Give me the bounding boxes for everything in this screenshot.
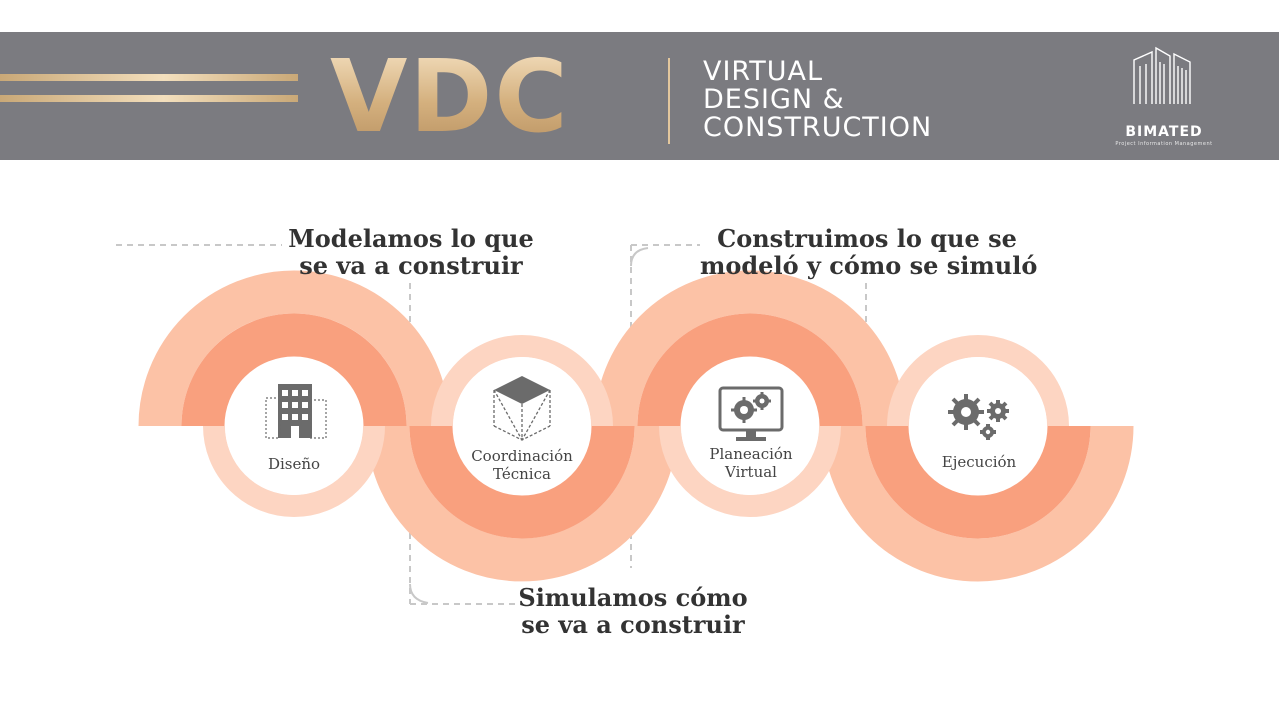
- step-label-line: Coordinación: [471, 447, 573, 465]
- heading-modelamos: Modelamos lo que se va a construir: [282, 225, 540, 279]
- light-rings: [203, 335, 1069, 517]
- monitor-gears-icon: [718, 386, 784, 441]
- heading-line: Construimos lo que se: [717, 224, 1017, 253]
- connector-corners: [409, 247, 649, 604]
- step-label-line: Virtual: [725, 463, 777, 481]
- bimated-logo: BIMATED Project Information Management: [1104, 46, 1224, 156]
- step-label-line: Ejecución: [941, 453, 1017, 471]
- logo-tagline: Project Information Management: [1115, 141, 1213, 147]
- heading-line: Simulamos cómo: [518, 583, 748, 612]
- arc-ejecucion: [822, 425, 1134, 582]
- heading-line: Modelamos lo que: [288, 224, 534, 253]
- step-label-ejecucion: Ejecución: [914, 453, 1044, 471]
- arc-coordinacion: [366, 425, 678, 582]
- cube-icon: [493, 376, 551, 441]
- subtitle-line: VIRTUAL: [703, 56, 823, 87]
- step-label-diseno: Diseño: [229, 455, 359, 473]
- bimated-building-icon: [1133, 46, 1191, 104]
- heading-simulamos: Simulamos cómo se va a construir: [508, 584, 758, 638]
- gold-stripe: [0, 74, 298, 81]
- arc-diseno: [138, 270, 450, 427]
- step-label-line: Planeación: [709, 445, 793, 463]
- step-label-line: Técnica: [493, 465, 551, 483]
- building-icon: [265, 384, 327, 439]
- logo-text: BIMATED: [1125, 124, 1203, 140]
- subtitle-line: CONSTRUCTION: [703, 112, 933, 143]
- step-label-planeacion: Planeación Virtual: [686, 445, 816, 481]
- gears-icon: [948, 394, 1009, 440]
- vdc-subtitle: VIRTUAL DESIGN & CONSTRUCTION: [703, 58, 1013, 142]
- arc-planeacion: [594, 270, 906, 427]
- subtitle-line: DESIGN &: [703, 84, 845, 115]
- gold-stripe: [0, 95, 298, 102]
- heading-line: se va a construir: [299, 251, 523, 280]
- step-label-line: Diseño: [267, 455, 321, 473]
- header-banner: VDC VIRTUAL DESIGN & CONSTRUCTION BIMATE…: [0, 32, 1279, 160]
- heading-construimos: Construimos lo que se modeló y cómo se s…: [700, 224, 1038, 280]
- heading-line: modeló y cómo se simuló: [700, 251, 1038, 280]
- heading-line: se va a construir: [521, 610, 745, 639]
- vdc-title: VDC: [330, 38, 570, 155]
- step-label-coordinacion: Coordinación Técnica: [457, 447, 587, 483]
- title-divider: [668, 58, 670, 144]
